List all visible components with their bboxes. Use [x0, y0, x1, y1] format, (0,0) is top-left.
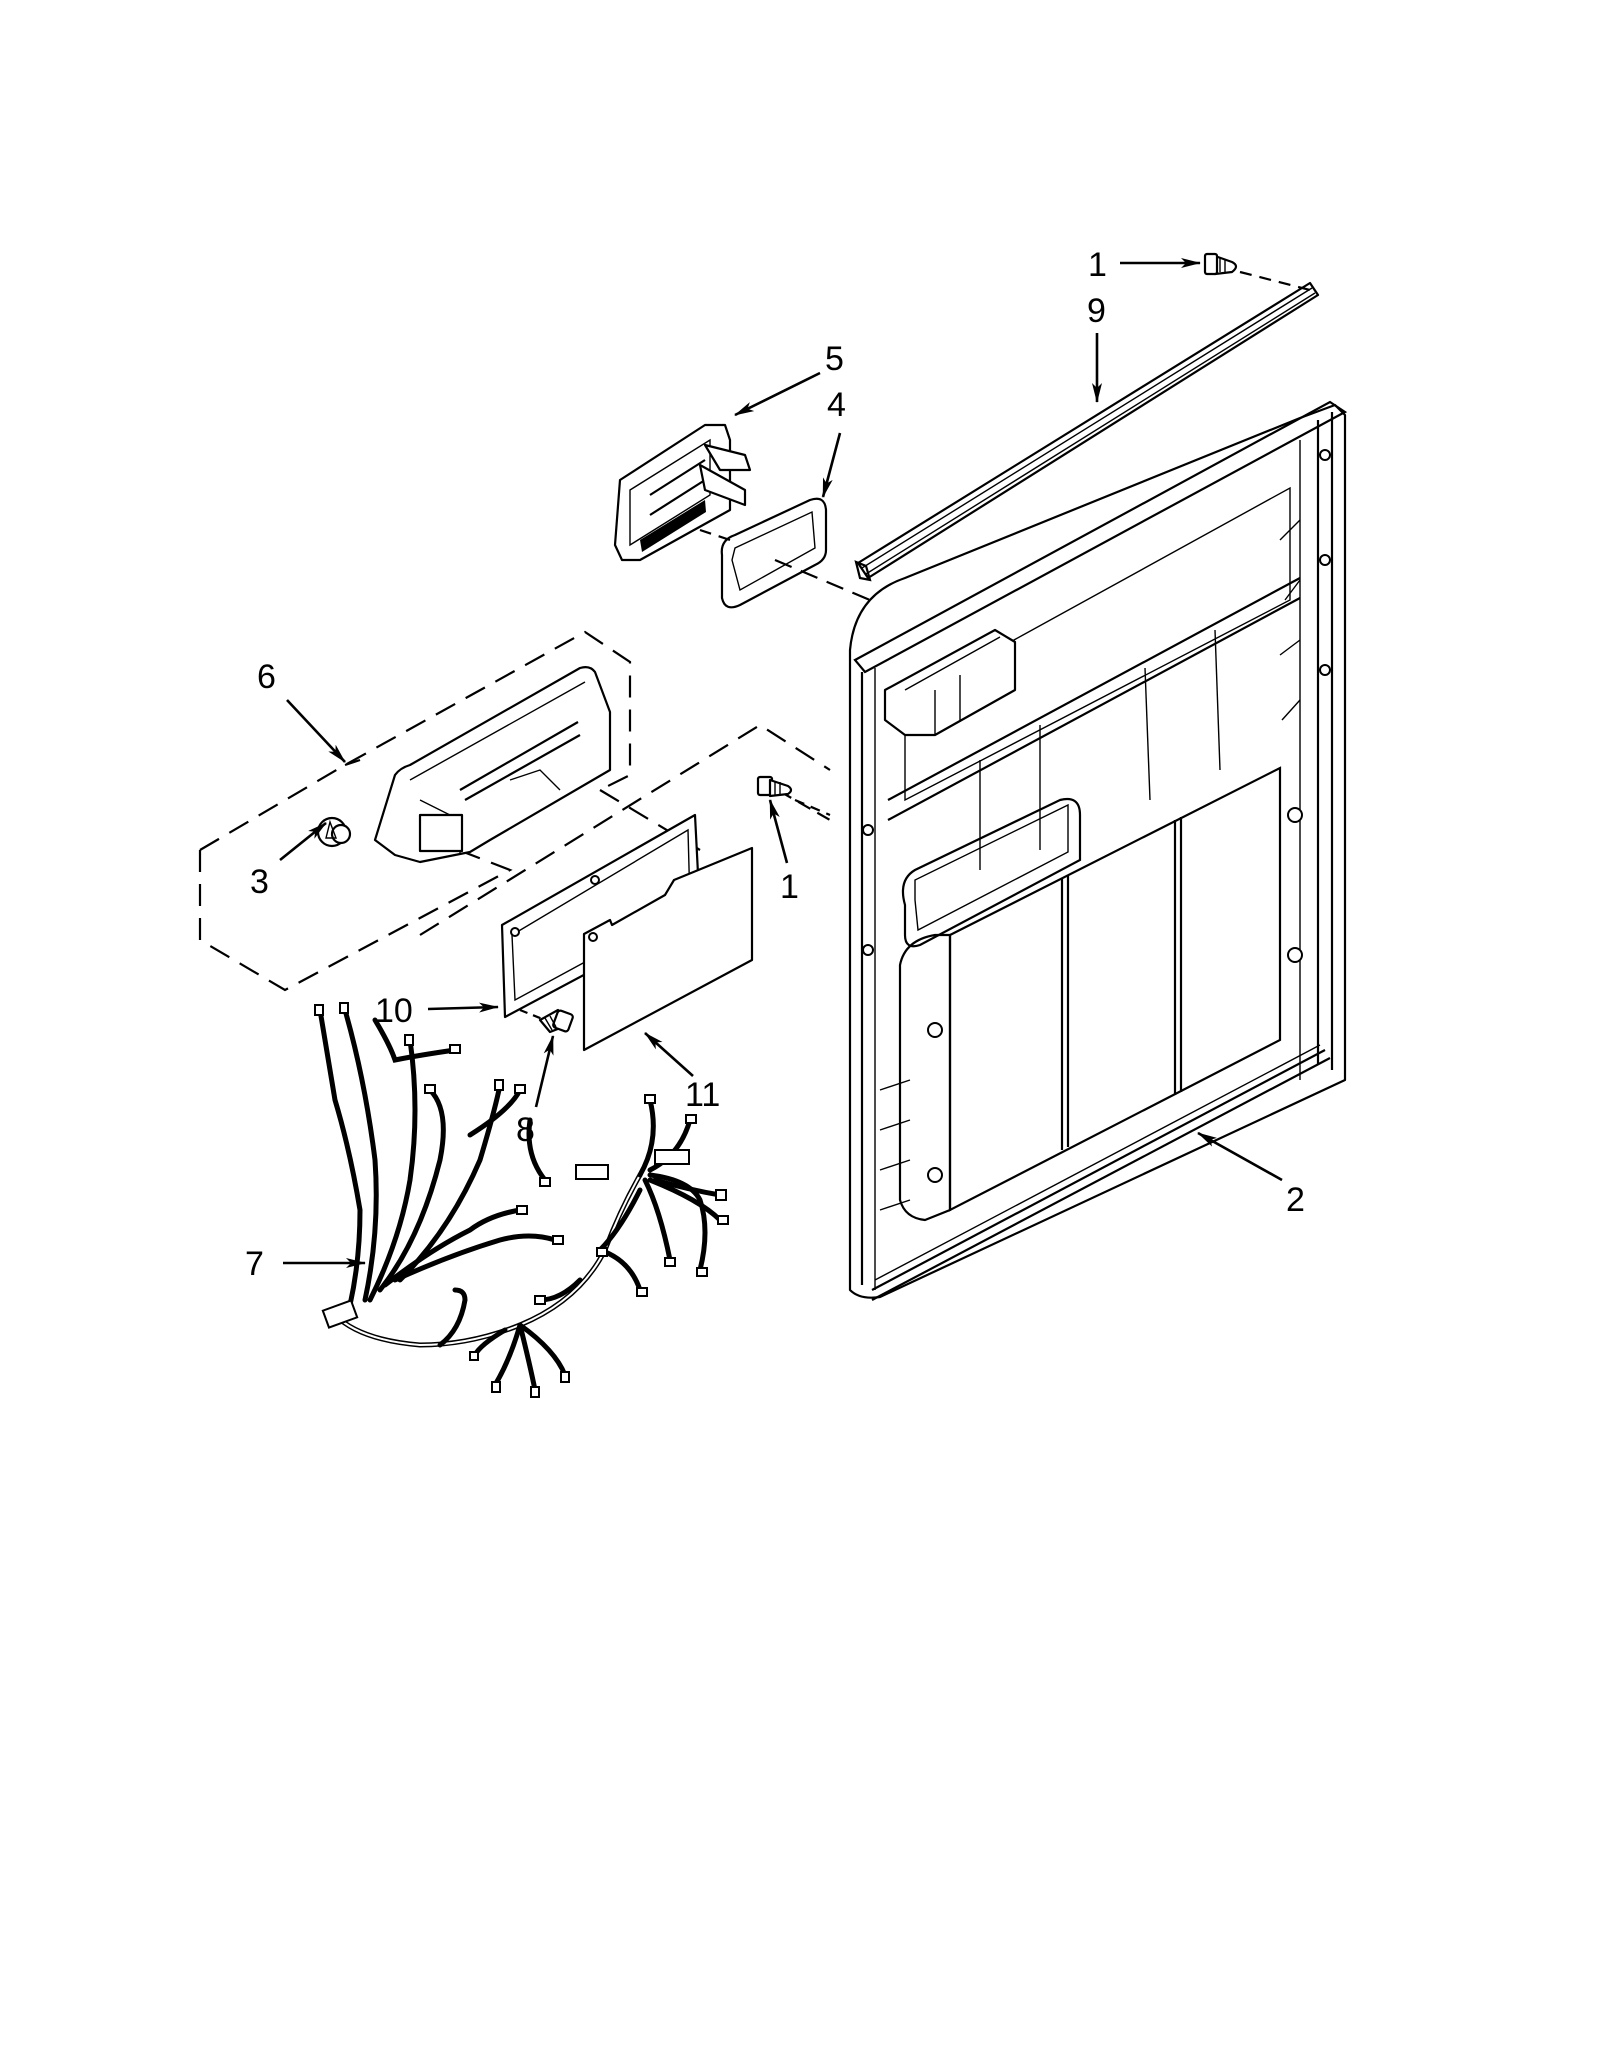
vent-module-part — [613, 423, 752, 562]
callout-labels: 1 9 5 4 6 3 1 10 8 11 7 2 — [245, 246, 1305, 1283]
control-housing-part — [373, 666, 612, 864]
callout-7: 7 — [245, 1245, 264, 1283]
callout-11: 11 — [685, 1076, 720, 1114]
callout-6: 6 — [257, 658, 276, 696]
callout-8: 8 — [516, 1111, 535, 1149]
callout-1-mid: 1 — [780, 868, 799, 906]
callout-1-top: 1 — [1088, 246, 1107, 284]
knob-part — [316, 816, 352, 848]
screw-icon-8 — [519, 1008, 574, 1034]
callout-2: 2 — [1286, 1181, 1305, 1219]
wire-harness-part — [314, 1002, 729, 1398]
callout-10: 10 — [375, 992, 413, 1030]
screw-icon-top — [1203, 252, 1311, 292]
top-rail-part — [854, 281, 1320, 582]
callout-4: 4 — [827, 386, 846, 424]
callout-leaders — [279, 258, 1283, 1268]
door-fastener-icons — [862, 449, 1331, 1183]
cover-panel-part — [582, 846, 754, 1052]
callout-3: 3 — [250, 863, 269, 901]
inner-door-panel — [848, 400, 1348, 1301]
vent-gasket-part — [699, 497, 871, 609]
screw-icon-mid — [756, 775, 831, 817]
callout-5: 5 — [825, 340, 844, 378]
callout-9: 9 — [1087, 292, 1106, 330]
